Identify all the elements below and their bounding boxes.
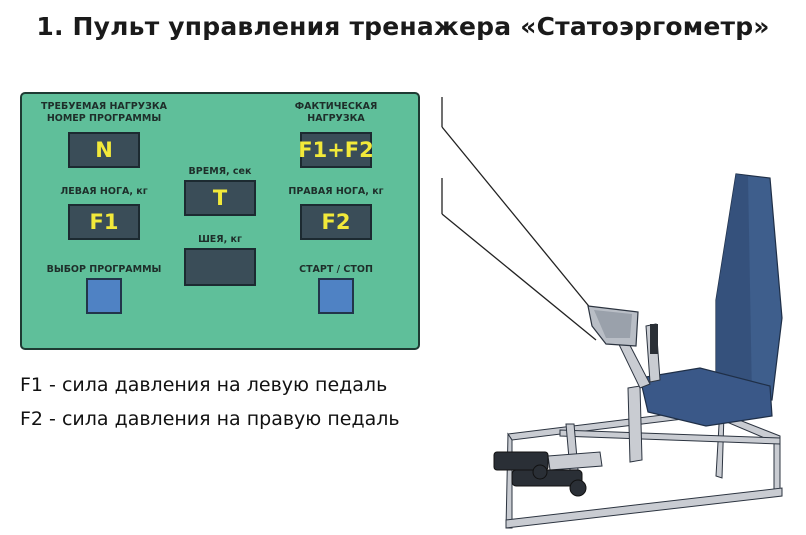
callout-lines <box>441 97 597 341</box>
display-left-leg: F1 <box>68 204 140 240</box>
backrest-shade <box>716 174 752 398</box>
display-right-leg: F2 <box>300 204 372 240</box>
label-load: НАГРУЗКА <box>307 113 365 124</box>
display-neck <box>184 248 256 286</box>
label-program-select: ВЫБОР ПРОГРАММЫ <box>46 264 162 275</box>
display-time: T <box>184 180 256 216</box>
label-start-stop: СТАРТ / СТОП <box>299 264 373 275</box>
label-right-leg: ПРАВАЯ НОГА, кг <box>288 186 384 197</box>
label-left-leg: ЛЕВАЯ НОГА, кг <box>60 186 148 197</box>
label-time: ВРЕМЯ, сек <box>188 166 252 177</box>
control-panel: ТРЕБУЕМАЯ НАГРУЗКА НОМЕР ПРОГРАММЫ N ФАК… <box>20 92 420 350</box>
label-actual: ФАКТИЧЕСКАЯ <box>294 101 378 112</box>
pedal-assembly <box>493 451 587 497</box>
seat <box>639 367 773 427</box>
start-stop-button[interactable] <box>318 278 354 314</box>
display-program-number: N <box>68 132 140 168</box>
legend-f2: F2 - сила давления на правую педаль <box>20 408 400 430</box>
label-required-load: ТРЕБУЕМАЯ НАГРУЗКА <box>41 101 167 112</box>
label-neck: ШЕЯ, кг <box>198 234 242 245</box>
program-select-button[interactable] <box>86 278 122 314</box>
display-actual-load: F1+F2 <box>298 132 374 168</box>
legend-f1: F1 - сила давления на левую педаль <box>20 374 388 396</box>
page-title: 1. Пульт управления тренажера «Статоэрго… <box>36 12 770 41</box>
label-program-number: НОМЕР ПРОГРАММЫ <box>46 113 162 124</box>
